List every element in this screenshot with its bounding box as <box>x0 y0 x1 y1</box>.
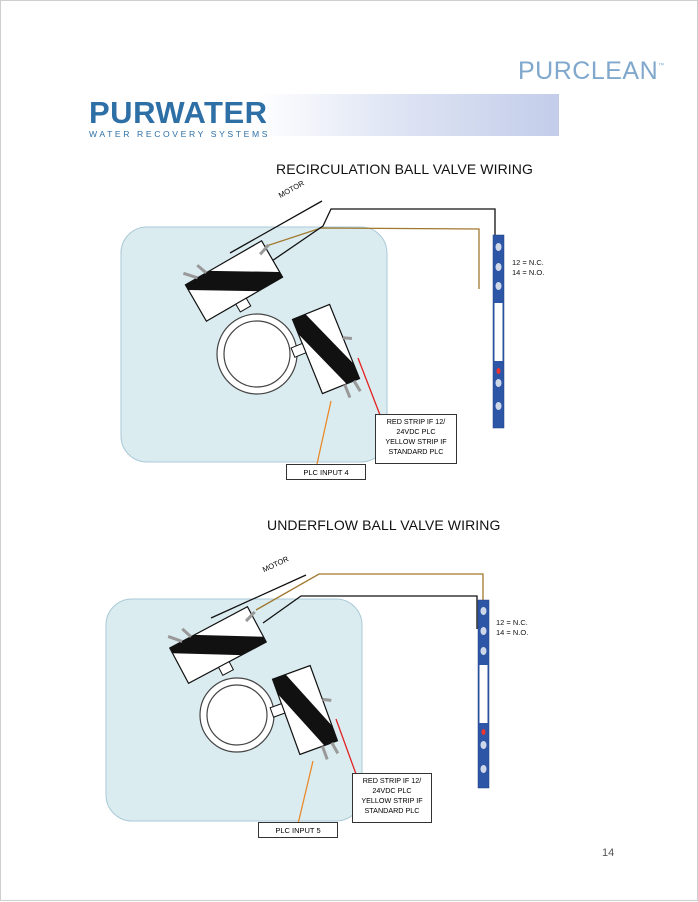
page-number: 14 <box>602 847 615 859</box>
motor-line <box>210 574 307 619</box>
terminal-strip[interactable] <box>477 599 490 789</box>
strip-note-line: STANDARD PLC <box>364 806 420 815</box>
plc-input-label: PLC INPUT 4 <box>286 464 366 480</box>
relay-legend: 12 = N.C. 14 = N.O. <box>512 258 544 278</box>
red-wire <box>357 357 381 416</box>
black-wire <box>262 595 478 629</box>
strip-note-line: RED STRIP IF 12/ <box>362 776 422 785</box>
purwater-logo-text: PURWATER <box>89 95 268 130</box>
orange-wire <box>297 760 314 825</box>
section-title-underflow: UNDERFLOW BALL VALVE WIRING <box>267 517 501 533</box>
terminal-strip[interactable] <box>492 234 505 429</box>
no-label: 14 = N.O. <box>496 628 529 637</box>
strip-note-box: RED STRIP IF 12/ 24VDC PLC YELLOW STRIP … <box>352 773 432 823</box>
strip-note-line: RED STRIP IF 12/ <box>386 417 446 426</box>
relay-legend: 12 = N.C. 14 = N.O. <box>496 618 528 638</box>
strip-note-line: 24VDC PLC <box>396 427 436 436</box>
purwater-logo-tagline: WATER RECOVERY SYSTEMS <box>89 129 271 139</box>
strip-note-line: STANDARD PLC <box>388 447 444 456</box>
plc-input-label: PLC INPUT 5 <box>258 822 338 838</box>
actuator-side <box>290 303 362 399</box>
section-title-recirculation: RECIRCULATION BALL VALVE WIRING <box>276 161 533 177</box>
nc-label: 12 = N.C. <box>512 258 544 267</box>
no-label: 14 = N.O. <box>512 268 545 277</box>
pipe-ring-inner <box>206 684 268 746</box>
purwater-logo: PURWATER WATER RECOVERY SYSTEMS <box>89 95 271 139</box>
red-wire <box>335 718 357 775</box>
pipe-ring-inner <box>223 320 291 388</box>
actuator-side <box>269 664 340 760</box>
nc-label: 12 = N.C. <box>496 618 528 627</box>
strip-note-line: YELLOW STRIP IF <box>385 437 447 446</box>
actuator-top <box>182 239 284 323</box>
orange-wire <box>316 400 332 465</box>
motor-line <box>229 200 323 254</box>
strip-note-line: YELLOW STRIP IF <box>361 796 423 805</box>
strip-note-line: 24VDC PLC <box>372 786 412 795</box>
black-wire <box>268 208 496 264</box>
purclean-logo: PURCLEAN™ <box>518 57 665 85</box>
strip-note-box: RED STRIP IF 12/ 24VDC PLC YELLOW STRIP … <box>375 414 457 464</box>
actuator-top <box>167 605 268 685</box>
brown-wire <box>247 227 480 289</box>
header-gradient-band <box>256 94 559 136</box>
